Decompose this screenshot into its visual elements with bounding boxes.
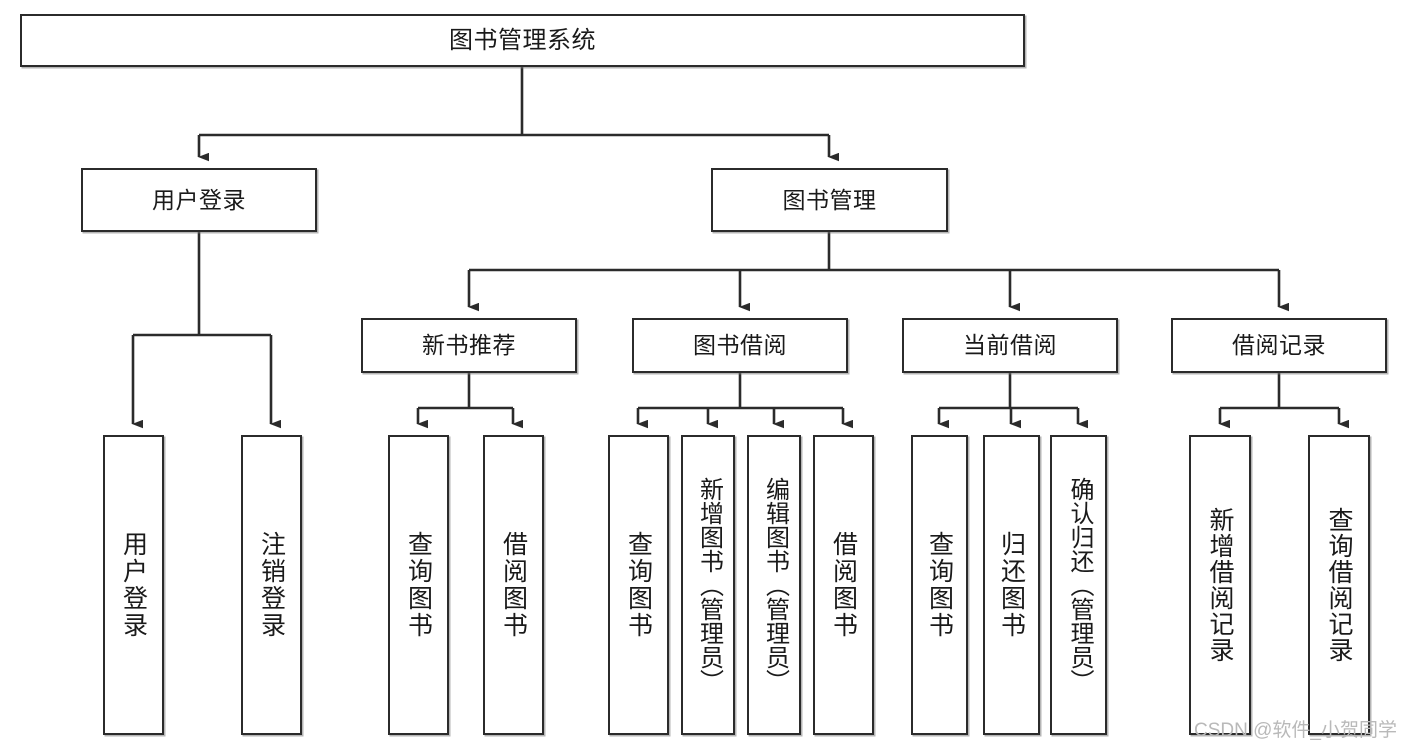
- node-root-label: 图书管理系统: [449, 26, 596, 54]
- node-leaf-4[interactable]: 查询图书: [608, 435, 669, 735]
- node-leaf-label: 用户登录: [119, 531, 148, 639]
- node-level3-label: 图书借阅: [693, 332, 787, 358]
- node-leaf-10[interactable]: 确认归还（管理员）: [1050, 435, 1107, 735]
- node-leaf-label: 归还图书: [997, 531, 1026, 639]
- node-leaf-11[interactable]: 新增借阅记录: [1189, 435, 1251, 735]
- node-leaf-label: 查询图书: [624, 531, 653, 639]
- node-level3-2[interactable]: 当前借阅: [902, 318, 1118, 373]
- node-leaf-label: 查询借阅记录: [1325, 507, 1353, 663]
- node-level2-label: 用户登录: [152, 186, 246, 213]
- node-leaf-12[interactable]: 查询借阅记录: [1308, 435, 1370, 735]
- node-level3-3[interactable]: 借阅记录: [1171, 318, 1387, 373]
- node-leaf-label: 新增借阅记录: [1206, 507, 1234, 663]
- node-level3-label: 借阅记录: [1232, 332, 1326, 358]
- node-leaf-label: 借阅图书: [829, 531, 858, 639]
- node-level3-0[interactable]: 新书推荐: [361, 318, 577, 373]
- node-leaf-8[interactable]: 查询图书: [911, 435, 968, 735]
- node-level2-0[interactable]: 用户登录: [81, 168, 317, 232]
- node-leaf-1[interactable]: 注销登录: [241, 435, 302, 735]
- node-leaf-label: 新增图书（管理员）: [695, 477, 723, 693]
- node-leaf-9[interactable]: 归还图书: [983, 435, 1040, 735]
- node-root[interactable]: 图书管理系统: [20, 14, 1025, 67]
- node-leaf-label: 借阅图书: [499, 531, 528, 639]
- node-level3-1[interactable]: 图书借阅: [632, 318, 848, 373]
- node-leaf-6[interactable]: 编辑图书（管理员）: [747, 435, 801, 735]
- node-leaf-label: 查询图书: [925, 531, 954, 639]
- node-leaf-label: 查询图书: [404, 531, 433, 639]
- node-level2-1[interactable]: 图书管理: [711, 168, 948, 232]
- node-leaf-3[interactable]: 借阅图书: [483, 435, 544, 735]
- node-leaf-2[interactable]: 查询图书: [388, 435, 449, 735]
- node-level2-label: 图书管理: [782, 186, 877, 213]
- node-leaf-label: 注销登录: [257, 531, 286, 639]
- node-leaf-7[interactable]: 借阅图书: [813, 435, 874, 735]
- node-level3-label: 新书推荐: [422, 332, 516, 358]
- node-leaf-5[interactable]: 新增图书（管理员）: [681, 435, 735, 735]
- connector-lines: [131, 67, 1349, 429]
- node-leaf-label: 确认归还（管理员）: [1065, 477, 1093, 693]
- node-level3-label: 当前借阅: [963, 332, 1057, 358]
- node-leaf-label: 编辑图书（管理员）: [761, 477, 789, 693]
- node-leaf-0[interactable]: 用户登录: [103, 435, 164, 735]
